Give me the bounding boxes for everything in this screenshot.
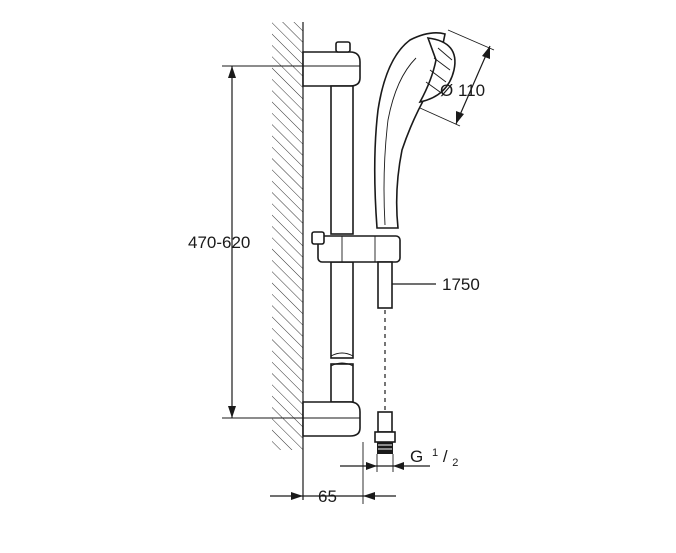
thread-dimension: G 1 / 2 (340, 441, 458, 472)
diameter-label: Ø 110 (440, 81, 485, 100)
wall-offset-label: 65 (318, 487, 337, 506)
hose-length-dimension: 1750 (392, 275, 480, 294)
diameter-dimension: Ø 110 (419, 29, 495, 127)
wall-offset-dimension: 65 (270, 442, 396, 506)
top-wall-bracket (302, 41, 361, 87)
rail-bar (330, 85, 354, 403)
bottom-wall-bracket (302, 401, 361, 437)
sliding-holder (311, 231, 401, 263)
hose (377, 261, 393, 412)
thread-prefix: G (410, 447, 423, 466)
thread-numerator: 1 (432, 447, 438, 459)
height-dimension: 470-620 (188, 65, 303, 419)
hand-shower (373, 32, 456, 229)
thread-denominator: 2 (452, 457, 458, 469)
height-range-label: 470-620 (188, 233, 250, 252)
hose-length-label: 1750 (442, 275, 480, 294)
thread-slash: / (443, 447, 448, 466)
thread-label: G 1 / 2 (410, 441, 458, 469)
hose-connector (374, 411, 396, 454)
wall (272, 22, 304, 500)
